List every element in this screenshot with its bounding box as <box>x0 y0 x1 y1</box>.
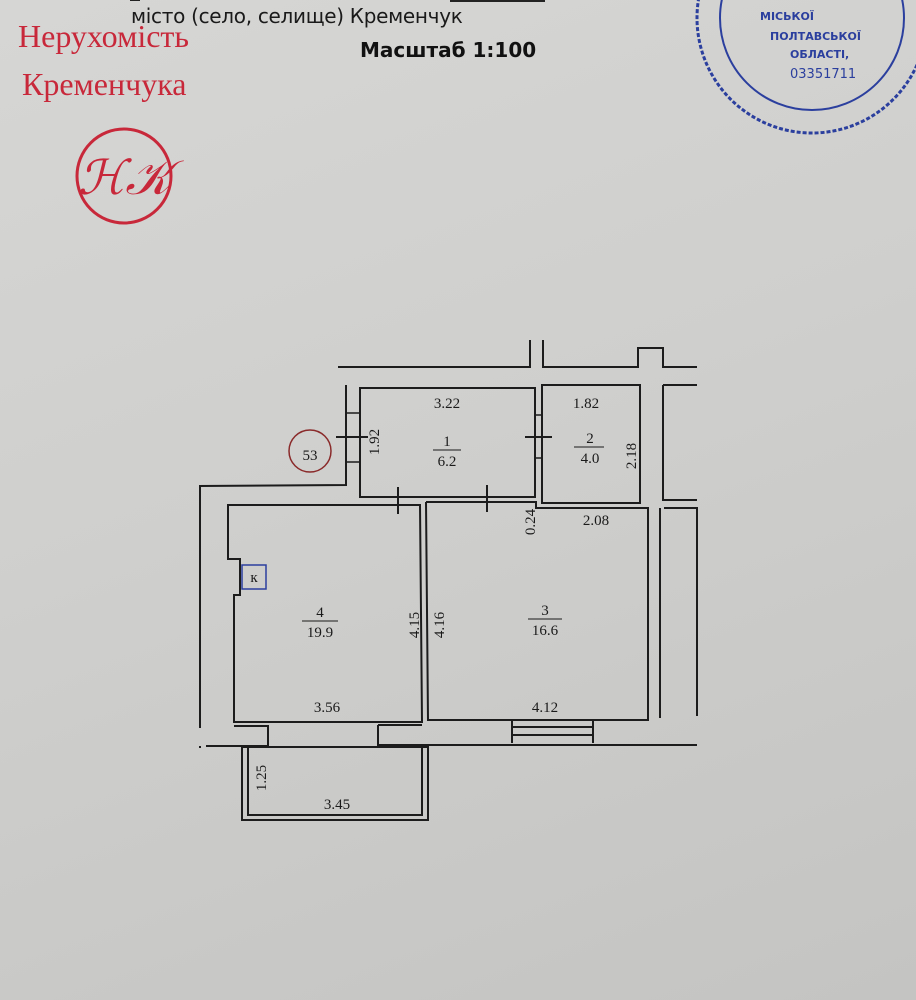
dim-room3-top-width: 2.08 <box>583 513 609 529</box>
svg-text:ℋ𝒦: ℋ𝒦 <box>78 152 184 205</box>
svg-text:03351711: 03351711 <box>790 67 856 82</box>
dim-balcony-height: 1.25 <box>254 765 270 791</box>
dim-room4-width: 3.56 <box>314 700 341 716</box>
apartment-number-circle <box>288 429 332 473</box>
dim-balcony-width: 3.45 <box>324 797 350 813</box>
apartment-number: 53 <box>303 448 318 464</box>
svg-text:2: 2 <box>586 431 594 447</box>
kitchen-stove-icon <box>241 564 267 590</box>
room-1-label: 1 6.2 <box>433 434 461 470</box>
doors <box>336 412 552 514</box>
dim-room3-offset: 0.24 <box>523 508 539 535</box>
svg-text:МІСЬКОЇ: МІСЬКОЇ <box>760 9 814 23</box>
room-4-outline <box>227 504 424 723</box>
svg-text:19.9: 19.9 <box>307 625 333 641</box>
svg-text:4: 4 <box>316 605 324 621</box>
room-1-outline <box>359 387 536 498</box>
svg-text:16.6: 16.6 <box>532 623 559 639</box>
room-4-label: 4 19.9 <box>302 605 338 641</box>
svg-text:4.0: 4.0 <box>581 451 600 467</box>
dim-room4-height: 4.15 <box>407 612 423 638</box>
dim-room3-height: 4.16 <box>432 611 448 638</box>
svg-text:ПОЛТАВСЬКОЇ: ПОЛТАВСЬКОЇ <box>770 29 861 43</box>
svg-text:3: 3 <box>541 603 549 619</box>
room-3-outline <box>425 501 649 721</box>
city-line: місто (село, селище) Кременчук <box>131 4 463 28</box>
svg-text:6.2: 6.2 <box>438 454 457 470</box>
svg-text:ОБЛАСТІ,: ОБЛАСТІ, <box>790 48 849 61</box>
dim-room2-width: 1.82 <box>573 396 599 412</box>
scale-label: Масштаб 1:100 <box>360 38 537 62</box>
stamp: МІСЬКОЇ ПОЛТАВСЬКОЇ ОБЛАСТІ, 03351711 <box>695 0 916 135</box>
dim-room1-width: 3.22 <box>434 396 460 412</box>
header-cutoff <box>130 0 545 2</box>
room-3-label: 3 16.6 <box>528 603 562 639</box>
dim-room2-height: 2.18 <box>624 443 640 469</box>
room-2-label: 2 4.0 <box>574 431 604 467</box>
dim-room1-height: 1.92 <box>367 429 383 455</box>
logo-monogram: ℋ𝒦 <box>75 127 184 225</box>
room-2-outline <box>541 384 641 504</box>
logo-text-line1: Нерухомість <box>18 18 189 54</box>
balcony-outline <box>241 746 429 821</box>
walls <box>199 340 698 748</box>
kitchen-mark: к <box>250 570 258 586</box>
svg-text:1: 1 <box>443 434 451 450</box>
dim-room3-bottom-width: 4.12 <box>532 700 558 716</box>
logo-text-line2: Кременчука <box>22 66 187 102</box>
